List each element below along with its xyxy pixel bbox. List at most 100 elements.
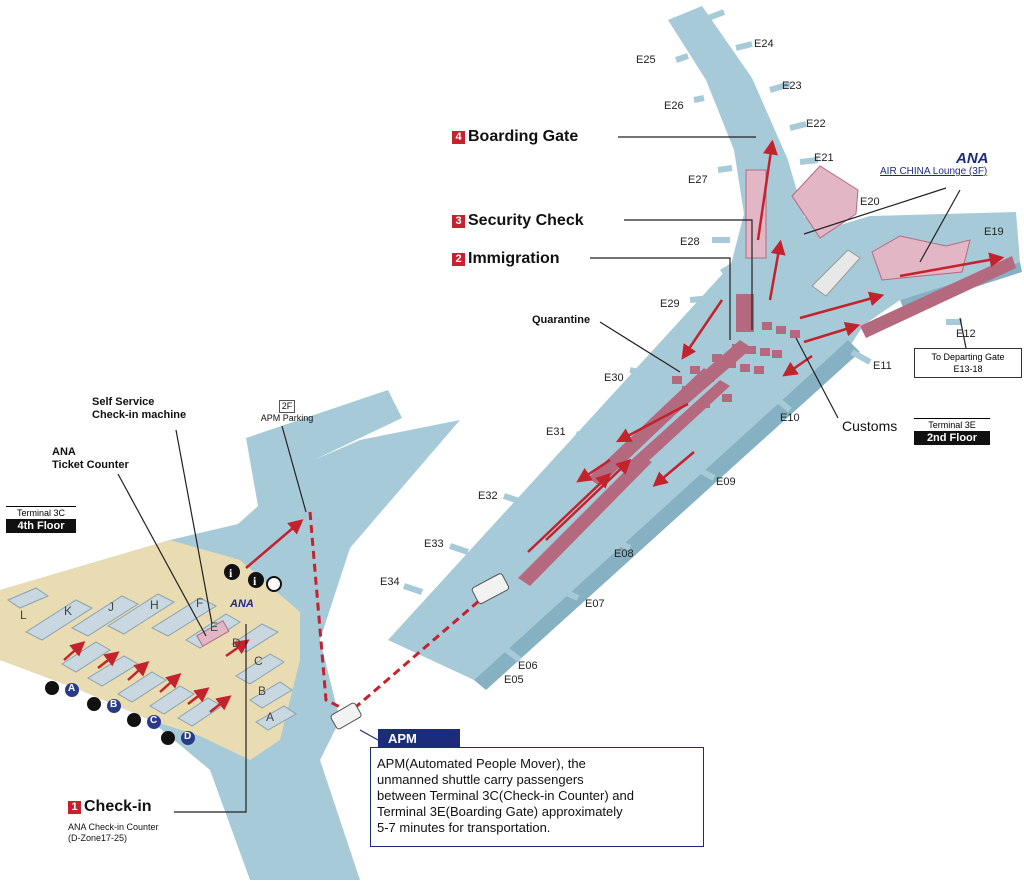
step-number: 3	[452, 215, 465, 228]
zone-label: H	[150, 598, 159, 612]
checkpoint-blocks	[672, 322, 800, 408]
gate-label: E26	[664, 100, 684, 112]
terminal-3e	[388, 6, 1022, 690]
leader-lines	[117, 136, 967, 813]
concourse-edge	[474, 340, 860, 690]
bus-stop-d	[181, 731, 195, 745]
gate-label: E33	[424, 538, 444, 550]
route-arrows	[527, 139, 1005, 553]
floor-indicator-3c: Terminal 3C 4th Floor	[6, 506, 76, 533]
departing-gate-box: To Departing Gate E13-18	[914, 348, 1022, 378]
bus-stop-letter: B	[110, 699, 118, 710]
gate-label: E22	[806, 118, 826, 130]
bus-stop-c	[147, 715, 161, 729]
gate-label: E24	[754, 38, 774, 50]
gate-label: E12	[956, 328, 976, 340]
bus-icon	[161, 731, 175, 745]
bus-stop-letter: C	[150, 715, 158, 726]
apm-line: 5-7 minutes for transportation.	[377, 820, 551, 835]
bus-icon	[127, 713, 141, 727]
gate-label: E05	[504, 674, 524, 686]
gate-wall	[745, 169, 767, 259]
zone-label: K	[64, 604, 73, 618]
step-label: Boarding Gate	[468, 128, 579, 145]
gate-label: E08	[614, 548, 634, 560]
zone-label: L	[20, 608, 27, 622]
bus-stop-icons	[45, 681, 195, 745]
gate-stubs	[403, 9, 981, 663]
gate-label: E29	[660, 298, 680, 310]
floor-level: 4th Floor	[6, 519, 76, 533]
zone-label: F	[196, 596, 204, 610]
gate-label: E34	[380, 576, 400, 588]
check-in-sub-line: (D-Zone17-25)	[68, 833, 128, 843]
apm-line: between Terminal 3C(Check-in Counter) an…	[377, 788, 634, 803]
ana-ticket-line: ANA	[52, 446, 76, 458]
apm-line: Terminal 3E(Boarding Gate) approximately	[377, 804, 623, 819]
gate-label: E20	[860, 196, 880, 208]
departing-line: E13-18	[953, 364, 983, 374]
concourse-north	[668, 6, 808, 300]
apm-car	[330, 702, 362, 730]
apm-connector	[359, 729, 379, 741]
apm-route	[308, 511, 481, 714]
info-icon	[224, 564, 240, 580]
ana-ticket-counter-block	[196, 620, 230, 647]
bus-stop-letter: D	[184, 731, 192, 742]
self-service-line: Check-in machine	[92, 409, 187, 421]
step-label: Security Check	[468, 212, 584, 229]
step-number: 4	[452, 131, 465, 144]
gate-label: E10	[780, 412, 800, 424]
zone-label: J	[108, 600, 114, 614]
step-label: Immigration	[468, 250, 560, 267]
checkin-route-arrows	[63, 519, 304, 713]
info-icon-glyph: i	[253, 574, 257, 588]
departing-line: To Departing Gate	[931, 352, 1005, 362]
floor-terminal: Terminal 3C	[6, 506, 76, 519]
gate-label: E06	[518, 660, 538, 672]
zone-label: B	[258, 684, 267, 698]
air-china-lounge-link[interactable]: AIR CHINA Lounge (3F)	[880, 166, 988, 177]
terminal-3c: i i	[0, 390, 481, 880]
apm-line: unmanned shuttle carry passengers	[377, 772, 584, 787]
apm-train	[471, 573, 510, 605]
apm-tag: APM	[378, 729, 460, 748]
customs-label: Customs	[842, 418, 898, 434]
check-in-sub-line: ANA Check-in Counter	[68, 822, 159, 832]
ana-logo: ANA	[230, 598, 254, 610]
floor-terminal: Terminal 3E	[914, 418, 990, 431]
gate-label: E09	[716, 476, 736, 488]
gate-label: E23	[782, 80, 802, 92]
bus-stop-b	[107, 699, 121, 713]
apm-parking-floor: 2F	[278, 400, 296, 413]
bus-stop-letter: A	[68, 683, 76, 694]
floor-indicator-3e: Terminal 3E 2nd Floor	[914, 418, 990, 445]
self-service-line: Self Service	[92, 396, 155, 408]
gate-label: E31	[546, 426, 566, 438]
bus-icon	[87, 697, 101, 711]
floor-level: 2nd Floor	[914, 431, 990, 445]
gate-label: E19	[984, 226, 1004, 238]
bus-icon	[45, 681, 59, 695]
gate-label: E28	[680, 236, 700, 248]
ana-logo: ANA	[956, 150, 989, 167]
ana-ticket-line: Ticket Counter	[52, 459, 129, 471]
step-label: Check-in	[84, 798, 152, 815]
gate-label: E11	[873, 360, 892, 372]
gate-label: E21	[814, 152, 834, 164]
info-icon	[248, 572, 264, 588]
lounge-building	[791, 165, 859, 239]
apm-description: APM(Automated People Mover), the unmanne…	[370, 747, 704, 847]
gate-label: E07	[585, 598, 605, 610]
apm-parking-text: APM Parking	[260, 413, 314, 423]
step-number: 2	[452, 253, 465, 266]
gate-label: E25	[636, 54, 656, 66]
quarantine-label: Quarantine	[532, 314, 591, 326]
zone-label: C	[254, 654, 263, 668]
apm-line: APM(Automated People Mover), the	[377, 756, 586, 771]
self-service-label: Self Service Check-in machine	[92, 396, 186, 422]
